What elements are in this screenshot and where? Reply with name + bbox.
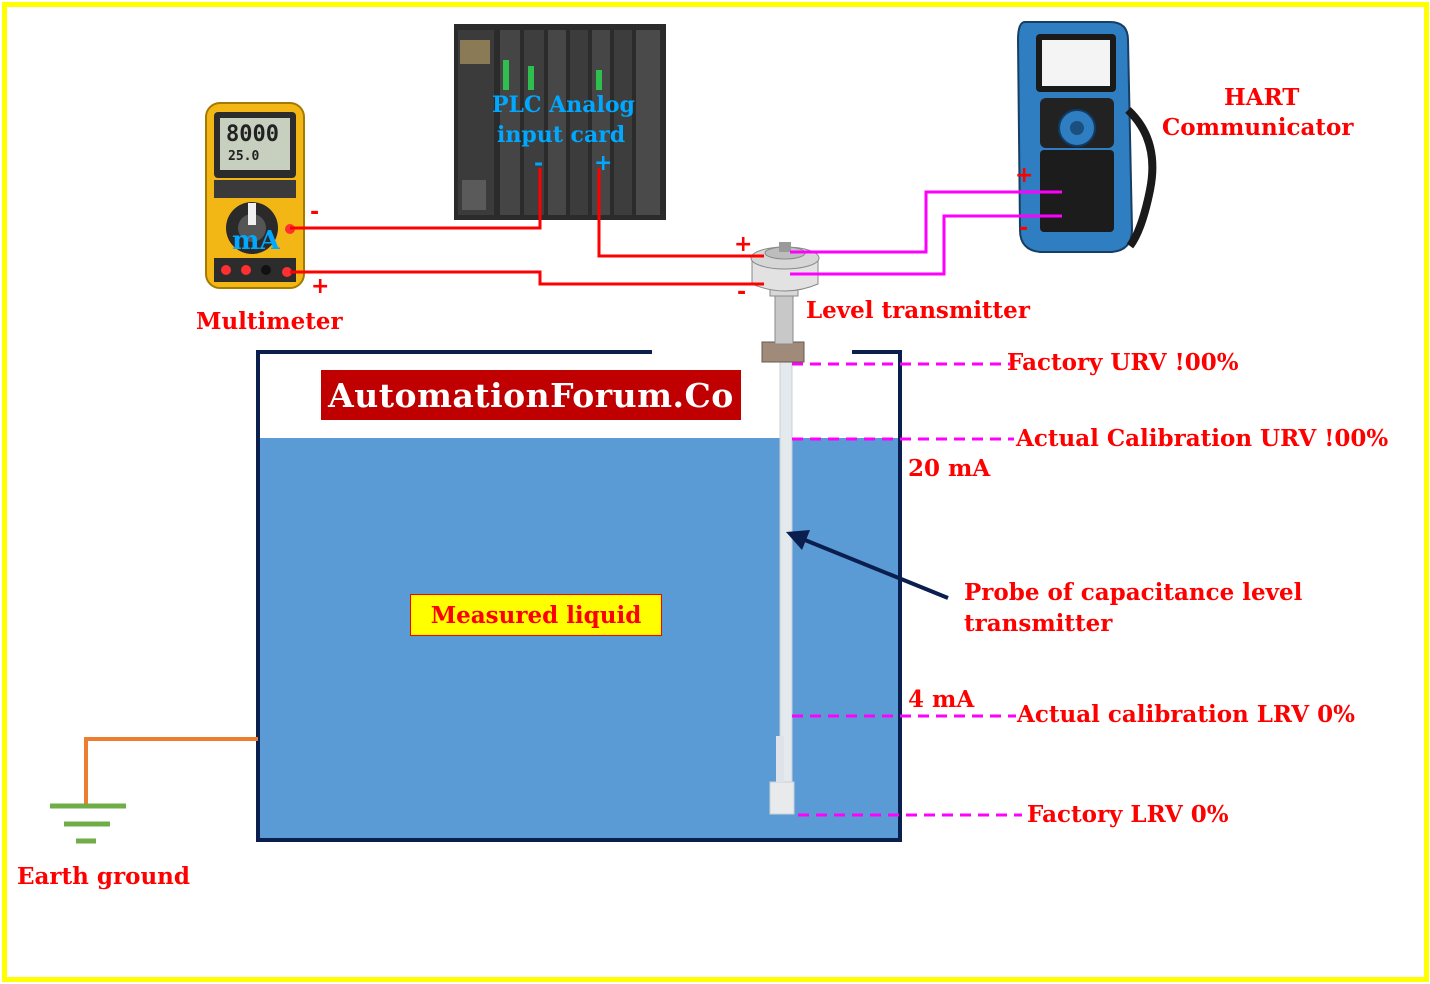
plc-label-line1: PLC Analog <box>492 92 635 118</box>
factory-urv-label: Factory URV !00% <box>1007 349 1239 376</box>
factory-lrv-label: Factory LRV 0% <box>1027 801 1229 828</box>
actual-lrv-label: Actual calibration LRV 0% <box>1017 701 1355 728</box>
lt-plus-sign: + <box>734 232 753 257</box>
probe-sleeve <box>776 736 784 782</box>
plc-label-line2: input card <box>497 122 626 148</box>
wire-hart-minus <box>790 214 1062 276</box>
lt-minus-sign: - <box>737 280 747 305</box>
probe-tip <box>769 781 795 815</box>
plc-plus-terminal: + <box>594 150 613 176</box>
multimeter-minus-sign: - <box>310 200 320 225</box>
hart-minus-sign: - <box>1019 216 1029 241</box>
earth-wire <box>84 737 258 806</box>
probe-arrow-head <box>786 530 810 550</box>
wire-mm-plus-to-lt <box>290 270 764 286</box>
probe-arrow-line <box>799 536 949 600</box>
wire-hart-plus <box>790 190 1062 254</box>
probe-label-line1: Probe of capacitance level <box>964 579 1303 606</box>
hart-communicator-icon <box>1016 21 1157 253</box>
multimeter-display-sub: 25.0 <box>228 149 260 164</box>
plc-analog-card-icon <box>454 24 666 220</box>
multimeter-unit-label: mA <box>232 226 280 256</box>
measured-liquid-label: Measured liquid <box>410 594 662 636</box>
multimeter-plus-sign: + <box>311 274 330 299</box>
plc-minus-terminal: - <box>534 150 544 176</box>
earth-ground-label: Earth ground <box>17 863 190 890</box>
tank-top-gap <box>652 346 852 356</box>
level-transmitter-label: Level transmitter <box>806 297 1030 324</box>
multimeter-label: Multimeter <box>196 308 343 335</box>
probe-label-line2: transmitter <box>964 610 1113 637</box>
current-20ma-label: 20 mA <box>908 455 991 482</box>
measured-liquid <box>260 438 898 838</box>
hart-label-line1: HART <box>1224 84 1300 111</box>
hart-label-line2: Communicator <box>1162 114 1354 141</box>
actual-urv-label: Actual Calibration URV !00% <box>1016 425 1389 452</box>
multimeter-display-main: 8000 <box>226 122 279 147</box>
level-transmitter-icon <box>750 242 820 363</box>
multimeter-icon <box>205 102 305 289</box>
wire-plc-plus-to-lt <box>597 168 764 258</box>
current-4ma-label: 4 mA <box>908 686 975 713</box>
hart-plus-sign: + <box>1015 163 1034 188</box>
brand-banner: AutomationForum.Co <box>321 370 741 420</box>
wire-mm-minus-to-plc <box>290 168 542 230</box>
